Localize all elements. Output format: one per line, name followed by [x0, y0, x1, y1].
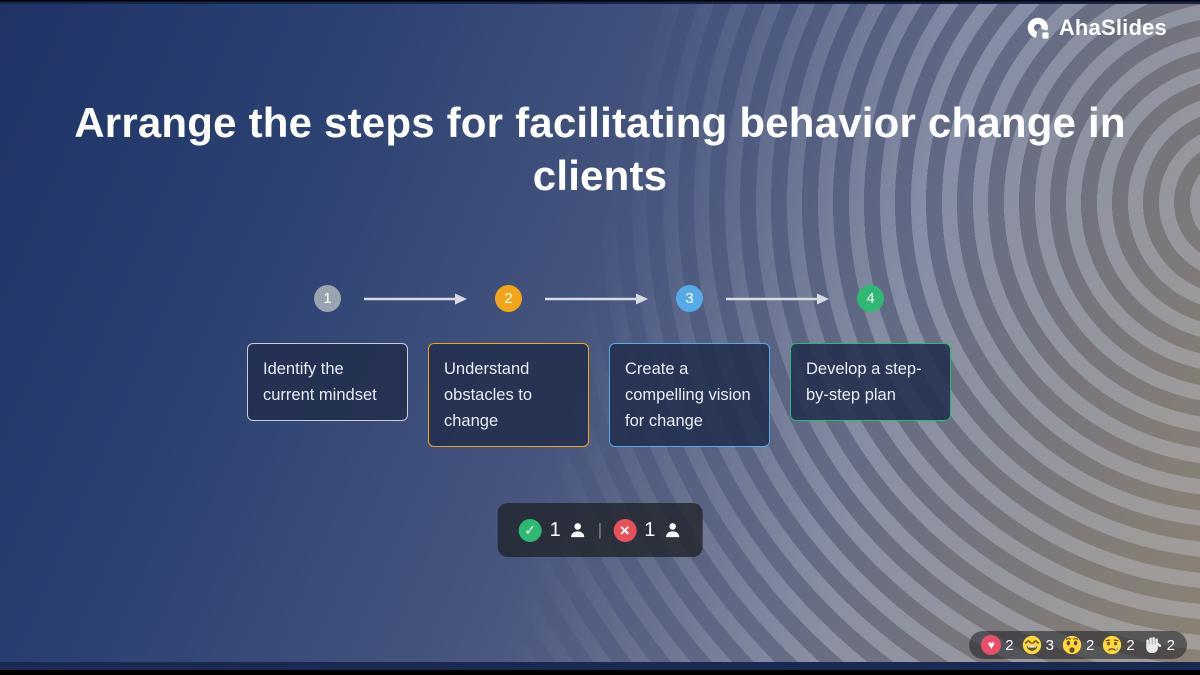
results-divider: | — [597, 520, 603, 539]
answer-results-box: ✓ 1 | × 1 — [497, 503, 703, 557]
bottom-border-bar — [0, 662, 1200, 675]
arrow-icon — [364, 293, 467, 305]
ahaslides-logo: AhaSlides — [1026, 15, 1167, 41]
reaction-laughing-count: 3 — [1045, 636, 1054, 654]
correct-check-icon: ✓ — [518, 518, 542, 542]
arrow-icon — [545, 293, 648, 305]
reaction-astonished[interactable]: 2 — [1062, 635, 1094, 655]
incorrect-x-icon: × — [613, 518, 637, 542]
reaction-crying[interactable]: 2 — [1102, 635, 1135, 655]
reaction-heart[interactable]: ♥ 2 — [981, 635, 1014, 655]
step-card-1-label: Identify the current mindset — [263, 360, 377, 404]
reaction-raised-hand-count: 2 — [1166, 636, 1175, 654]
heart-icon: ♥ — [981, 635, 1002, 655]
step-card-3-label: Create a compelling vision for change — [625, 360, 751, 430]
arrow-icon — [726, 293, 829, 305]
laughing-face-icon — [1022, 635, 1041, 655]
incorrect-count: 1 — [644, 518, 656, 541]
step-number-3: 3 — [676, 285, 703, 312]
step-number-3-label: 3 — [685, 290, 694, 307]
correct-count: 1 — [549, 518, 561, 541]
step-card-2: Understand obstacles to change — [428, 343, 589, 447]
reaction-crying-count: 2 — [1126, 636, 1135, 654]
reaction-laughing[interactable]: 3 — [1022, 635, 1054, 655]
step-number-2-label: 2 — [504, 290, 513, 307]
step-number-4: 4 — [857, 285, 884, 312]
step-number-1-label: 1 — [323, 290, 332, 307]
reactions-bar: ♥ 2 3 2 — [969, 631, 1187, 659]
step-card-4: Develop a step-by-step plan — [790, 343, 951, 421]
crying-face-icon — [1103, 635, 1122, 655]
person-icon — [665, 523, 679, 538]
raised-hand-icon — [1145, 636, 1161, 654]
step-number-1: 1 — [314, 285, 341, 312]
step-number-4-label: 4 — [866, 290, 875, 307]
step-card-2-label: Understand obstacles to change — [444, 360, 533, 430]
slide-title: Arrange the steps for facilitating behav… — [74, 99, 1126, 200]
astonished-face-icon — [1062, 635, 1082, 655]
top-border-bar — [0, 0, 1200, 4]
reaction-heart-count: 2 — [1005, 636, 1014, 654]
reaction-raised-hand[interactable]: 2 — [1143, 635, 1175, 655]
ahaslides-logo-text: AhaSlides — [1058, 15, 1167, 40]
step-card-1: Identify the current mindset — [247, 343, 408, 421]
step-card-4-label: Develop a step-by-step plan — [806, 360, 922, 404]
step-number-2: 2 — [495, 285, 522, 312]
person-icon — [571, 523, 585, 538]
step-card-3: Create a compelling vision for change — [609, 343, 770, 447]
ahaslides-logo-icon — [1026, 16, 1051, 41]
reaction-astonished-count: 2 — [1085, 636, 1095, 654]
